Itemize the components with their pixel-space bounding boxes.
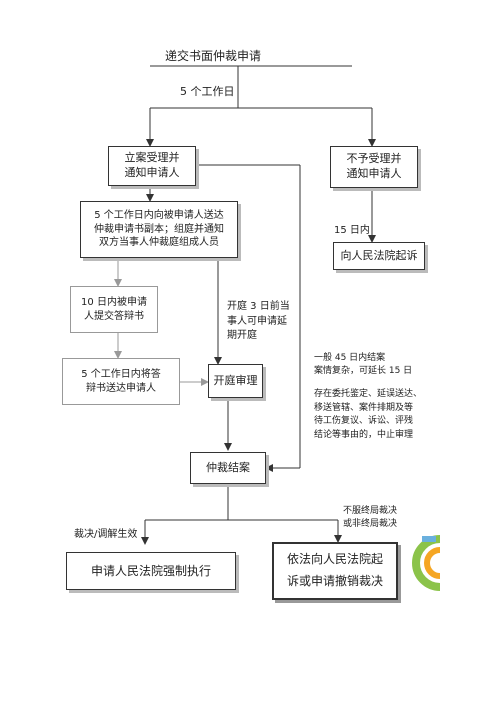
box-close-case: 仲裁结案 xyxy=(190,452,266,484)
box-sue-or-revoke: 依法向人民法院起 诉或申请撤销裁决 xyxy=(272,542,398,600)
label-effective: 裁决/调解生效 xyxy=(74,529,138,540)
label-five-workdays: 5 个工作日 xyxy=(180,85,235,98)
box-serve-defense: 5 个工作日内将答 辩书送达申请人 xyxy=(62,358,180,405)
box-enforce-text: 申请人民法院强制执行 xyxy=(90,563,211,578)
box-sue-or-revoke-text: 依法向人民法院起 诉或申请撤销裁决 xyxy=(286,552,383,588)
note-suspend: 存在委托鉴定、延误送达、 移送管辖、案件排期及等 待工伤复议、诉讼、评残 结论等… xyxy=(314,389,423,440)
note-non-final: 不服终局裁决 或非终局裁决 xyxy=(343,506,398,530)
label-fifteen-days: 15 日内 xyxy=(334,225,370,236)
box-accept-notify: 立案受理并 通知申请人 xyxy=(108,146,196,186)
box-hearing-text: 开庭审理 xyxy=(213,373,258,387)
box-serve-defense-text: 5 个工作日内将答 辩书送达申请人 xyxy=(81,369,161,394)
box-close-case-text: 仲裁结案 xyxy=(206,460,250,474)
flow-title: 递交书面仲裁申请 xyxy=(165,49,262,63)
box-sue-court-text: 向人民法院起诉 xyxy=(340,248,418,262)
box-reject-notify: 不予受理并 通知申请人 xyxy=(330,146,418,188)
note-time-limit: 一般 45 日内结案 案情复杂，可延长 15 日 xyxy=(314,353,413,377)
box-defense: 10 日内被申请 人提交答辩书 xyxy=(70,286,158,333)
box-hearing: 开庭审理 xyxy=(208,364,263,398)
box-accept-notify-text: 立案受理并 通知申请人 xyxy=(124,151,180,179)
box-defense-text: 10 日内被申请 人提交答辩书 xyxy=(81,297,147,322)
box-serve-copy: 5 个工作日内向被申请人送达 仲裁申请书副本；组庭并通知 双方当事人仲裁庭组成人… xyxy=(80,201,238,258)
site-logo-partial xyxy=(412,535,440,591)
box-enforce: 申请人民法院强制执行 xyxy=(66,552,236,590)
box-sue-court: 向人民法院起诉 xyxy=(333,242,425,270)
box-serve-copy-text: 5 个工作日内向被申请人送达 仲裁申请书副本；组庭并通知 双方当事人仲裁庭组成人… xyxy=(94,210,224,249)
box-reject-notify-text: 不予受理并 通知申请人 xyxy=(346,152,402,180)
note-adjourn: 开庭 3 日前当 事人可申请延 期开庭 xyxy=(227,301,290,341)
